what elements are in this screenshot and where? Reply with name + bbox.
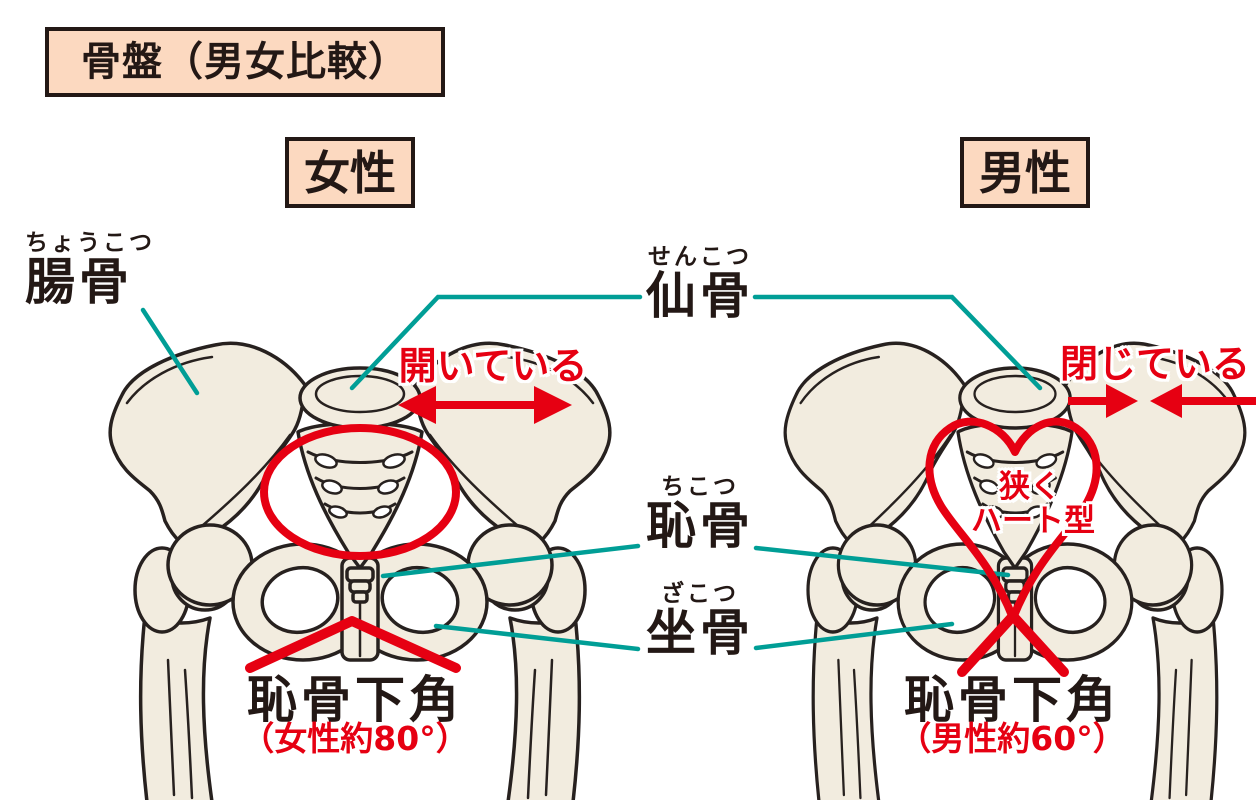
male-annotations: [925, 384, 1256, 677]
label-ilium-furigana: ちょうこつ: [25, 230, 155, 256]
label-sacrum-kanji: 仙骨: [646, 267, 754, 325]
label-sacrum: せんこつ 仙骨: [646, 244, 754, 325]
female-pubic-arch-chevron: [245, 616, 461, 673]
diagram-title: 骨盤（男女比較）: [45, 27, 445, 97]
label-pubis-furigana: ちこつ: [661, 474, 739, 500]
female-header: 女性: [285, 137, 415, 208]
label-pubis-kanji: 恥骨: [646, 497, 754, 555]
female-annotations: [245, 386, 572, 673]
label-ischium: ざこつ 坐骨: [646, 581, 754, 662]
male-angle-value: （男性約60°）: [898, 719, 1126, 758]
leader-pubis-female: [380, 543, 641, 579]
male-pubic-arch-chevron: [957, 611, 1069, 677]
leader-pubis-male: [753, 545, 1011, 578]
label-ischium-furigana: ざこつ: [661, 581, 739, 607]
leader-sacrum-female: [349, 294, 643, 391]
male-shape-note-line2: ハート型: [971, 503, 1095, 539]
label-pubis: ちこつ 恥骨: [646, 474, 754, 555]
leader-sacrum-male: [752, 294, 1043, 391]
female-angle-value: （女性約80°）: [241, 719, 469, 758]
female-angle-label: 恥骨下角: [247, 671, 463, 729]
leader-ischium-male: [753, 621, 955, 651]
female-inlet-note: 開いている: [398, 344, 588, 388]
leader-lines: [140, 294, 1043, 652]
leader-ilium-female: [140, 307, 200, 396]
female-inlet-circle: [260, 424, 460, 560]
male-shape-note-line1: 狭く: [999, 469, 1061, 505]
male-header: 男性: [960, 137, 1090, 208]
label-sacrum-furigana: せんこつ: [648, 244, 752, 270]
male-close-arrows: [1068, 384, 1256, 418]
label-ilium-kanji: 腸骨: [25, 253, 133, 311]
label-ilium: ちょうこつ 腸骨: [25, 230, 155, 311]
male-angle-label: 恥骨下角: [904, 671, 1120, 729]
female-open-arrow: [398, 386, 572, 424]
male-inlet-note: 閉じている: [1059, 342, 1251, 386]
label-ischium-kanji: 坐骨: [646, 604, 754, 662]
leader-ischium-female: [433, 623, 641, 652]
